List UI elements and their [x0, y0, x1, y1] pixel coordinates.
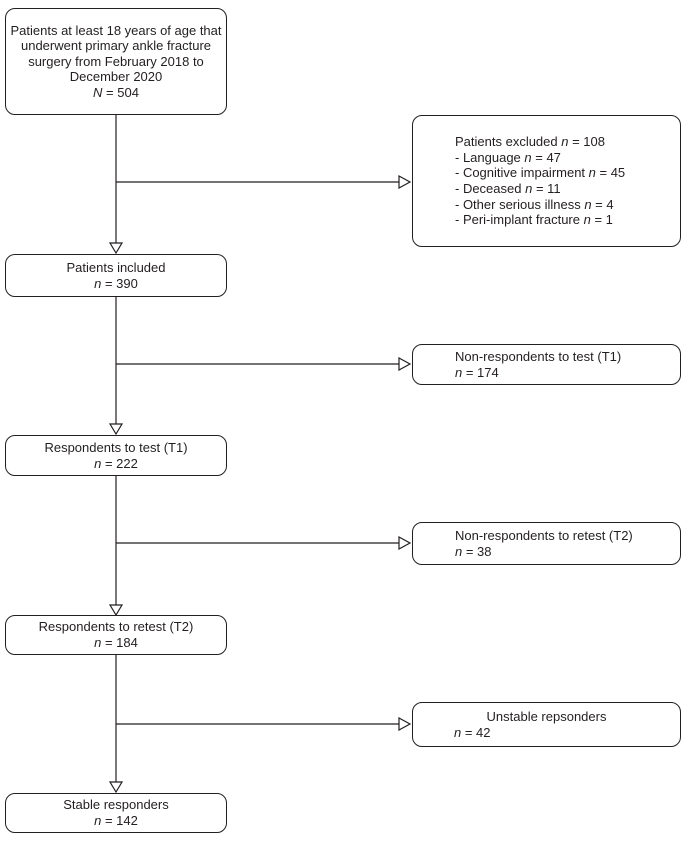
box-respondents-retest-t2: Respondents to retest (T2)n = 184	[5, 615, 227, 655]
box-non-respondents-test-t1: Non-respondents to test (T1)n = 174	[412, 344, 681, 385]
text-line: n = 142	[94, 813, 138, 828]
text-line: surgery from February 2018 to	[28, 53, 204, 69]
text-line: n = 38	[455, 543, 492, 559]
text-line: Patients at least 18 years of age that	[10, 22, 222, 38]
text-line: n = 184	[94, 635, 138, 650]
text-line: - Language n = 47	[455, 149, 561, 165]
text-line: Non-respondents to test (T1)	[455, 348, 622, 364]
text-line: - Other serious illness n = 4	[455, 196, 614, 212]
text-line: N = 504	[93, 84, 139, 100]
text-line: Patients included	[66, 259, 166, 275]
arrowhead-right-unstable	[398, 716, 412, 732]
text-line: Patients excluded n = 108	[455, 134, 605, 150]
box-respondents-test-t1: Respondents to test (T1)n = 222	[5, 435, 227, 476]
text-line: n = 42	[454, 724, 491, 740]
arrowhead-down-resp-t2	[108, 604, 124, 617]
text-line: underwent primary ankle fracture	[20, 38, 212, 54]
text-line: Stable responders	[63, 797, 169, 813]
box-non-respondents-retest-t2: Non-respondents to retest (T2)n = 38	[412, 522, 681, 565]
text-line: - Peri-implant fracture n = 1	[455, 212, 613, 228]
arrowhead-down-resp-t1	[108, 423, 124, 436]
arrowhead-down-stable	[108, 781, 124, 794]
text-line: Respondents to test (T1)	[44, 439, 188, 455]
text-line: n = 390	[94, 275, 138, 291]
arrowhead-right-excluded	[398, 174, 412, 190]
text-line: - Cognitive impairment n = 45	[455, 165, 626, 181]
box-patients-excluded: Patients excluded n = 108- Language n = …	[412, 115, 681, 247]
text-line: n = 174	[455, 364, 499, 380]
text-line: Respondents to retest (T2)	[38, 619, 194, 635]
text-line: December 2020	[69, 69, 163, 85]
text-line: Non-respondents to retest (T2)	[455, 527, 633, 543]
arrowhead-down-included	[108, 242, 124, 255]
text-line: n = 222	[94, 455, 138, 471]
arrowhead-right-nonresp-t1	[398, 356, 412, 372]
text-line: Unstable repsonders	[486, 708, 607, 724]
arrowhead-right-nonresp-t2	[398, 535, 412, 551]
text-line: - Deceased n = 11	[455, 181, 561, 196]
